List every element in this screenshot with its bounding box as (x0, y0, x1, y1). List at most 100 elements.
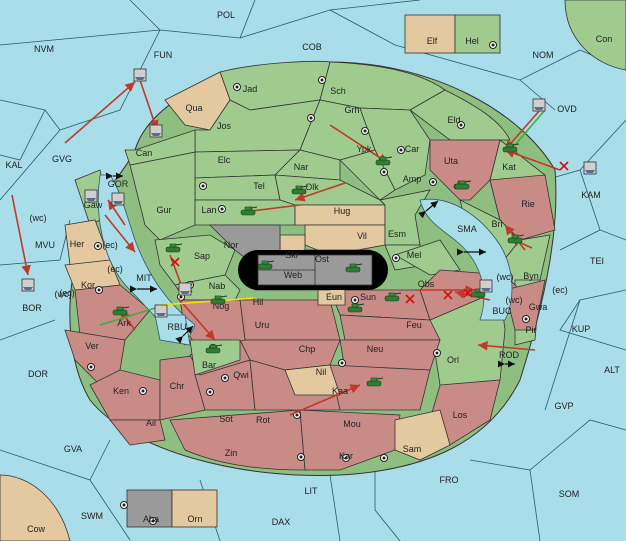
army-unit-icon[interactable] (112, 306, 130, 316)
label-swm: SWM (81, 511, 103, 521)
army-unit-icon[interactable] (165, 243, 183, 253)
label-her: Her (70, 239, 85, 249)
label-nor: Nor (224, 240, 239, 250)
fleet-unit-icon[interactable] (178, 282, 192, 296)
move-arrow (294, 182, 346, 202)
prov-kar[interactable] (299, 409, 401, 471)
supply-center-dot (295, 413, 299, 417)
supply-center-dot (344, 456, 348, 460)
move-arrow (139, 79, 159, 131)
army-unit-icon[interactable] (345, 263, 363, 273)
fleet-unit-icon[interactable] (149, 124, 163, 138)
fleet-unit-icon[interactable] (111, 192, 125, 206)
label-kat: Kat (502, 162, 516, 172)
army-unit-icon[interactable] (366, 377, 384, 387)
label-web: Web (284, 270, 302, 280)
prov-uta[interactable] (429, 139, 501, 201)
fleet-unit-icon[interactable] (84, 189, 98, 203)
army-unit-icon[interactable] (210, 295, 228, 305)
prov-kor[interactable] (64, 259, 121, 291)
move-arrow (504, 148, 561, 171)
label-nab: Nab (209, 281, 226, 291)
prov-nil[interactable] (284, 364, 341, 396)
label-ver: Ver (85, 341, 99, 351)
move-arrow (477, 341, 536, 351)
prov-mel[interactable] (394, 239, 461, 276)
label-car: Car (405, 144, 420, 154)
prov-tel[interactable] (194, 174, 281, 201)
label-ec: (ec) (59, 288, 75, 298)
fleet-unit-icon[interactable] (532, 98, 546, 112)
label-elf: Elf (427, 36, 438, 46)
supply-center-dot (459, 123, 463, 127)
label-esm: Esm (388, 229, 406, 239)
supply-center-dot (223, 376, 227, 380)
label-bar: Bar (202, 360, 216, 370)
prov-can[interactable] (124, 129, 196, 166)
label-kar: Kar (339, 451, 353, 461)
army-unit-icon[interactable] (384, 292, 402, 302)
label-hil: Hil (253, 297, 264, 307)
label-jos: Jos (217, 121, 232, 131)
fleet-unit-icon[interactable] (479, 279, 493, 293)
move-arrow (177, 297, 216, 341)
label-gvg: GVG (52, 154, 72, 164)
supply-center-dot (179, 295, 183, 299)
prov-ail[interactable] (109, 419, 166, 446)
label-skr: Skr (285, 250, 299, 260)
fleet-unit-icon[interactable] (583, 161, 597, 175)
label-gur: Gur (156, 205, 171, 215)
label-chp: Chp (299, 344, 316, 354)
failed-order-mark (463, 288, 473, 298)
label-sma: SMA (457, 224, 477, 234)
army-unit-icon[interactable] (291, 185, 309, 195)
prov-bar[interactable] (189, 339, 241, 376)
label-con: Con (596, 34, 613, 44)
label-nvm: NVM (34, 44, 54, 54)
label-pir: Pir (526, 325, 537, 335)
prov-orn[interactable] (171, 489, 218, 528)
label-los: Los (453, 410, 468, 420)
label-qwi: Qwi (233, 370, 249, 380)
label-kaa: Kaa (332, 386, 348, 396)
army-unit-icon[interactable] (502, 143, 520, 153)
label-ail: Ail (146, 418, 156, 428)
supply-center-dot (89, 365, 93, 369)
label-kup: KUP (572, 324, 591, 334)
fleet-unit-icon[interactable] (133, 68, 147, 82)
supply-center-dot (340, 361, 344, 365)
fleet-unit-icon[interactable] (154, 304, 168, 318)
order-arrows (11, 79, 569, 416)
label-dor: DOR (28, 369, 49, 379)
label-wc: (wc) (497, 272, 514, 282)
supply-center-dot (96, 244, 100, 248)
army-unit-icon[interactable] (205, 344, 223, 354)
label-gor: GOR (108, 179, 129, 189)
prov-gwa[interactable] (504, 279, 546, 331)
label-tel: Tel (253, 181, 265, 191)
prov-rie[interactable] (489, 174, 556, 241)
prov-elf[interactable] (404, 14, 456, 54)
army-unit-icon[interactable] (375, 156, 393, 166)
failed-order-mark (170, 257, 180, 267)
label-ark: Ark (117, 318, 131, 328)
supply-center-dot (431, 180, 435, 184)
fleet-unit-icon[interactable] (21, 278, 35, 292)
label-nog: Nog (213, 301, 230, 311)
label-sap: Sap (194, 251, 210, 261)
army-unit-icon[interactable] (347, 303, 365, 313)
army-unit-icon[interactable] (507, 234, 525, 244)
supply-center-dot (491, 43, 495, 47)
label-gva: GVA (64, 444, 82, 454)
prov-sam[interactable] (394, 409, 451, 461)
move-arrow (104, 214, 136, 253)
army-unit-icon[interactable] (454, 180, 472, 190)
move-arrow (107, 199, 126, 226)
label-nar: Nar (294, 162, 309, 172)
army-unit-icon[interactable] (257, 260, 275, 270)
supply-center-dot (382, 456, 386, 460)
supply-center-dot (382, 170, 386, 174)
prov-neu[interactable] (339, 339, 441, 371)
army-unit-icon[interactable] (240, 206, 258, 216)
